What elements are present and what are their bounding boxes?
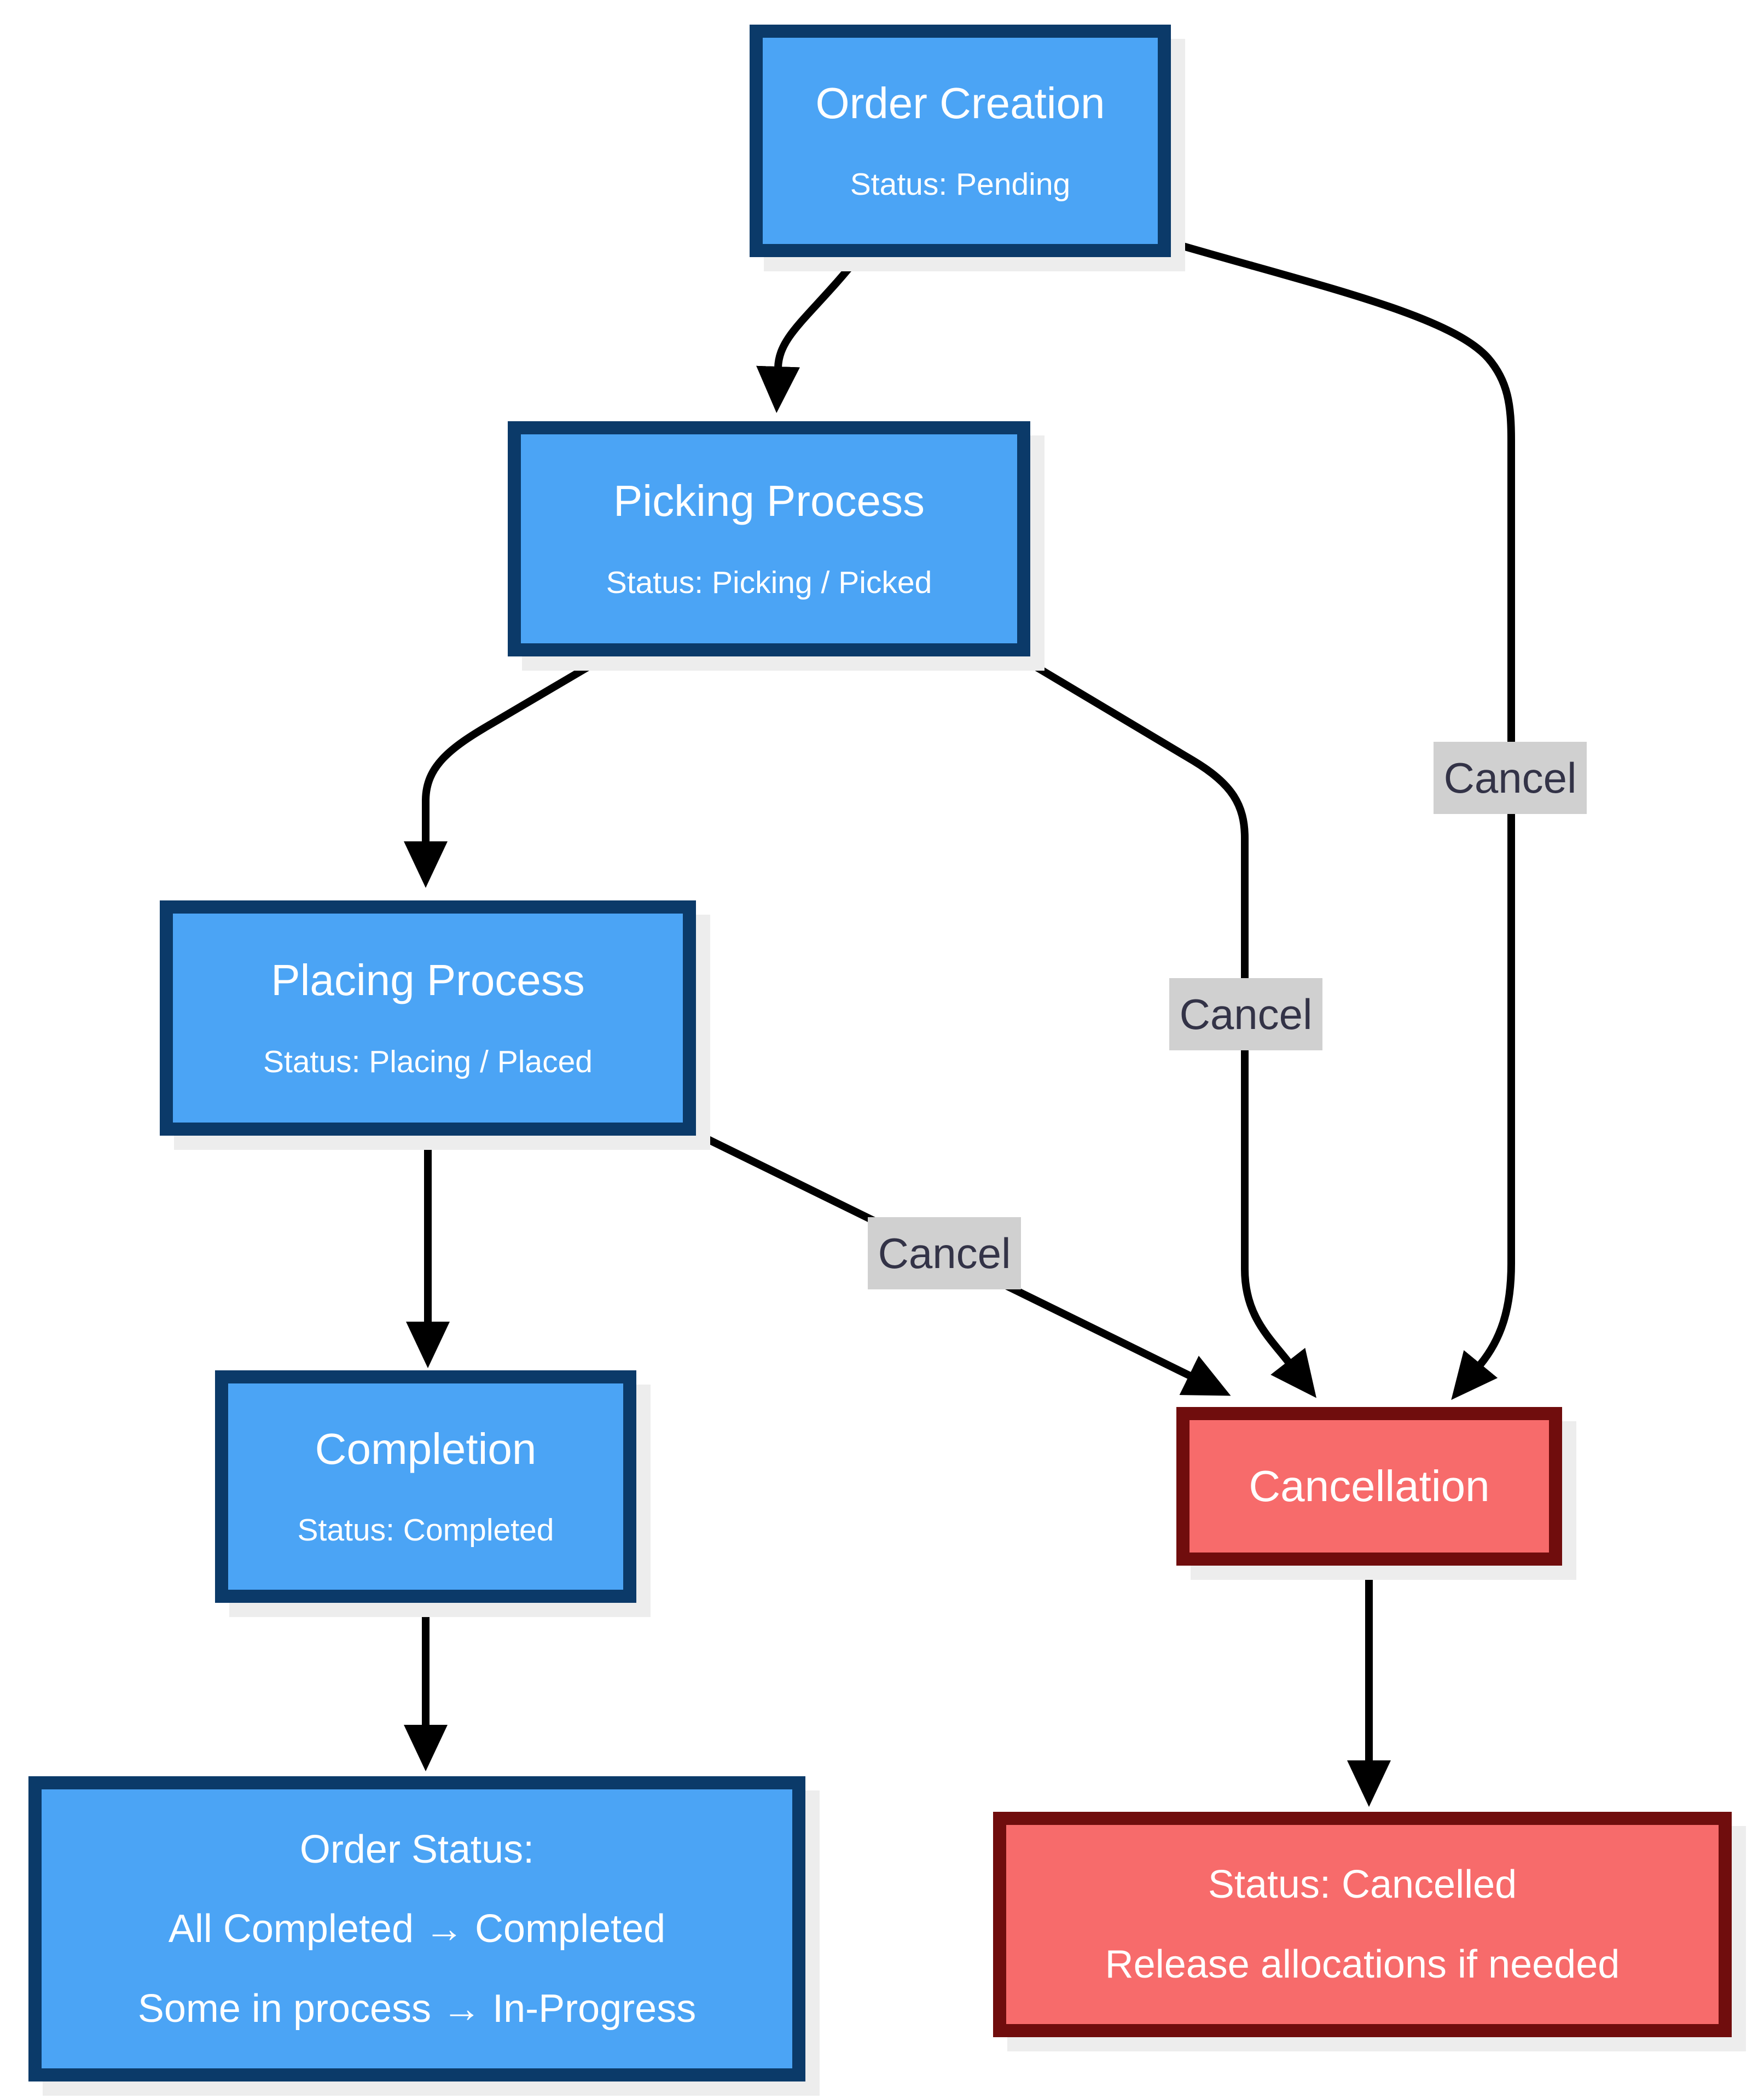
node-cancellation-title: Cancellation: [1249, 1462, 1490, 1510]
node-order-status-line1: Order Status:: [299, 1827, 535, 1871]
node-order-creation: Order Creation Status: Pending: [750, 25, 1171, 257]
edge-label-cancel-from-placing: Cancel: [868, 1217, 1021, 1289]
node-cancellation: Cancellation: [1176, 1407, 1562, 1566]
node-picking-process: Picking Process Status: Picking / Picked: [508, 421, 1030, 656]
edge-order-to-cancellation: [1167, 238, 1515, 1400]
node-cancelled-line1: Status: Cancelled: [1208, 1863, 1517, 1907]
node-placing-process-status: Status: Placing / Placed: [263, 1044, 593, 1080]
node-order-status-line3: Some in process → In-Progress: [137, 1986, 697, 2031]
node-order-creation-title: Order Creation: [815, 79, 1105, 127]
node-cancelled: Status: Cancelled Release allocations if…: [993, 1812, 1732, 2037]
node-cancelled-line2: Release allocations if needed: [1105, 1942, 1620, 1986]
node-order-creation-status: Status: Pending: [850, 167, 1071, 202]
node-completion-status: Status: Completed: [297, 1513, 554, 1548]
node-placing-process-title: Placing Process: [271, 955, 585, 1004]
node-order-status: Order Status: All Completed → Completed …: [28, 1776, 805, 2081]
edge-label-cancel-from-picking: Cancel: [1169, 978, 1322, 1050]
node-order-status-line2: All Completed → Completed: [168, 1907, 666, 1951]
edge-label-cancel-from-order: Cancel: [1434, 742, 1587, 814]
edge-picking-to-placing: [404, 654, 606, 888]
node-picking-process-status: Status: Picking / Picked: [606, 565, 932, 601]
node-picking-process-title: Picking Process: [613, 476, 925, 525]
node-placing-process: Placing Process Status: Placing / Placed: [160, 900, 696, 1136]
node-completion-title: Completion: [315, 1424, 537, 1473]
node-completion: Completion Status: Completed: [215, 1370, 636, 1603]
edge-order-to-picking: [756, 253, 862, 413]
edge-picking-to-cancellation: [1021, 655, 1316, 1398]
